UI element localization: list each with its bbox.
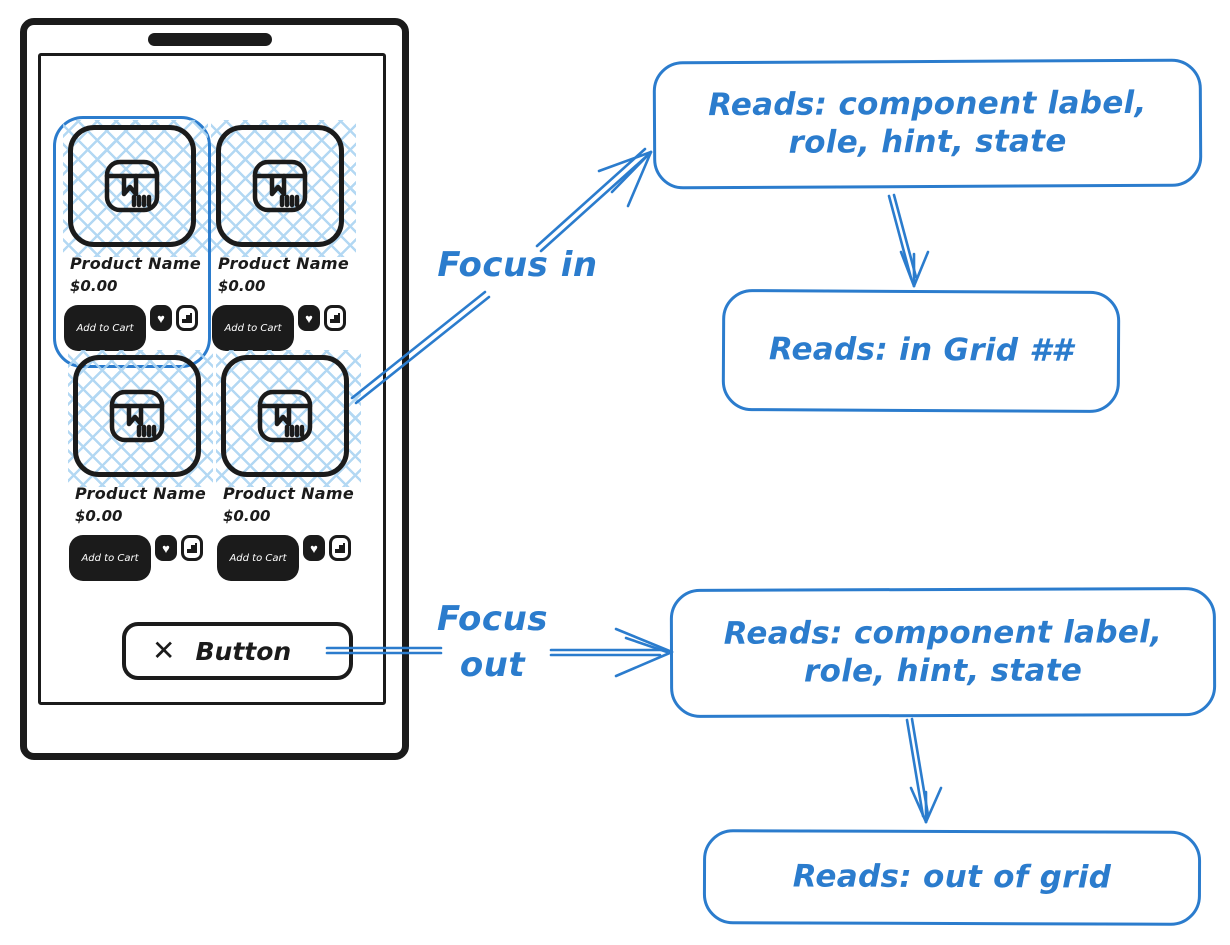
product-price: $0.00 xyxy=(223,507,271,525)
focus-in-label: Focus in xyxy=(437,245,598,285)
stats-button[interactable] xyxy=(324,305,346,331)
product-name: Product Name xyxy=(70,254,201,273)
arrow-bottom-box-to-outgrid-box xyxy=(905,717,943,824)
package-icon xyxy=(257,389,313,443)
stats-button[interactable] xyxy=(176,305,198,331)
phone-screen: Product Name $0.00 Add to Cart ♥ Product… xyxy=(38,53,386,705)
reads-in-grid-box: Reads: in Grid ## xyxy=(721,288,1121,414)
package-icon xyxy=(104,159,160,213)
bar-chart-icon xyxy=(330,313,340,323)
favorite-button[interactable]: ♥ xyxy=(298,305,320,331)
product-card[interactable]: Product Name $0.00 Add to Cart ♥ xyxy=(213,350,363,581)
product-name: Product Name xyxy=(218,254,349,273)
stats-button[interactable] xyxy=(329,535,351,561)
product-price: $0.00 xyxy=(218,277,266,295)
bar-chart-icon xyxy=(335,543,345,553)
product-image xyxy=(216,350,361,487)
add-to-cart-button[interactable]: Add to Cart xyxy=(64,305,146,351)
close-icon: ✕ xyxy=(152,634,176,667)
close-button[interactable]: ✕ Button xyxy=(122,622,353,680)
add-to-cart-button[interactable]: Add to Cart xyxy=(212,305,294,351)
package-icon xyxy=(109,389,165,443)
product-image xyxy=(211,120,356,257)
add-to-cart-button[interactable]: Add to Cart xyxy=(69,535,151,581)
favorite-button[interactable]: ♥ xyxy=(155,535,177,561)
product-price: $0.00 xyxy=(70,277,118,295)
reads-component-box-bottom: Reads: component label, role, hint, stat… xyxy=(669,587,1217,718)
product-card[interactable]: Product Name $0.00 Add to Cart ♥ xyxy=(208,120,358,351)
bar-chart-icon xyxy=(182,313,192,323)
reads-component-box-top: Reads: component label, role, hint, stat… xyxy=(652,58,1203,190)
heart-icon: ♥ xyxy=(305,310,313,326)
stats-button[interactable] xyxy=(181,535,203,561)
arrow-top-box-to-grid-box xyxy=(887,193,930,288)
add-to-cart-button[interactable]: Add to Cart xyxy=(217,535,299,581)
product-card[interactable]: Product Name $0.00 Add to Cart ♥ xyxy=(65,350,215,581)
heart-icon: ♥ xyxy=(157,310,165,326)
bar-chart-icon xyxy=(187,543,197,553)
product-image xyxy=(63,120,208,257)
reads-out-of-grid-box: Reads: out of grid xyxy=(702,829,1202,926)
product-name: Product Name xyxy=(75,484,206,503)
product-card[interactable]: Product Name $0.00 Add to Cart ♥ xyxy=(60,120,210,351)
product-price: $0.00 xyxy=(75,507,123,525)
speaker-bar xyxy=(148,33,272,46)
product-image xyxy=(68,350,213,487)
package-icon xyxy=(252,159,308,213)
focus-out-label: Focus out xyxy=(436,599,549,685)
favorite-button[interactable]: ♥ xyxy=(303,535,325,561)
phone-frame: Product Name $0.00 Add to Cart ♥ Product… xyxy=(20,18,409,760)
favorite-button[interactable]: ♥ xyxy=(150,305,172,331)
close-button-label: Button xyxy=(195,636,292,666)
heart-icon: ♥ xyxy=(310,540,318,556)
product-name: Product Name xyxy=(223,484,354,503)
heart-icon: ♥ xyxy=(162,540,170,556)
